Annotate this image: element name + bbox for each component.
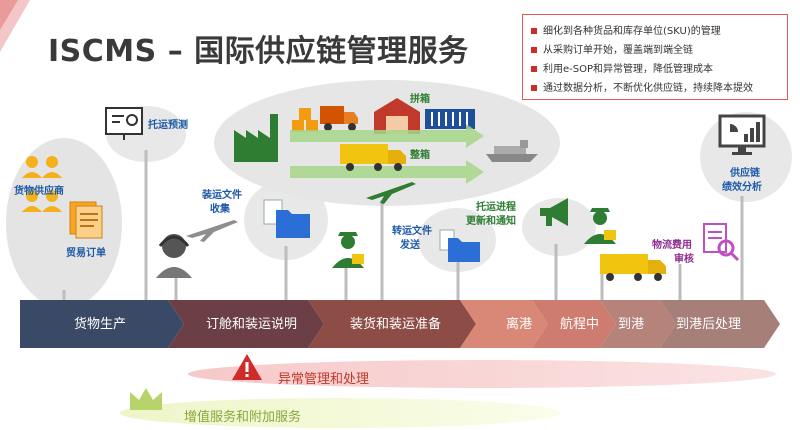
logistics-audit-label-2: 审核 (674, 254, 694, 265)
process-label-booking: 订舱和装运说明 (206, 317, 298, 332)
docs-collect-label-1: 装运文件 (202, 190, 242, 201)
feature-item: 通过数据分析，不断优化供应链，持续降本提效 (531, 79, 753, 94)
boxes-icon (292, 108, 318, 132)
value-added-label: 增值服务和附加服务 (184, 410, 302, 425)
trade-order-label: 贸易订单 (66, 248, 106, 259)
cargo-ship-icon (486, 140, 538, 162)
supplier-label: 货物供应商 (14, 186, 64, 197)
process-label-arrival: 到港 (618, 317, 645, 332)
process-label-loading: 装货和装运准备 (350, 317, 442, 332)
officer-icon (584, 208, 616, 244)
process-step-booking (168, 300, 324, 348)
airplane-icon (186, 220, 238, 242)
docs-collect-label-2: 收集 (210, 204, 230, 215)
corner-decoration (0, 0, 30, 52)
consolidation-label: 拼箱 (410, 94, 430, 105)
analytics-label-2: 绩效分析 (722, 182, 762, 193)
container-icon (425, 109, 475, 129)
forward-docs-label-1: 转运文件 (392, 226, 432, 237)
process-step-departure (460, 300, 548, 348)
process-label-post-arrival: 到港后处理 (676, 317, 742, 332)
delivery-truck-icon (320, 106, 358, 131)
forecast-board-icon (105, 107, 143, 140)
analytics-label-1: 供应链 (730, 168, 760, 179)
shipping-forecast-label: 托运预测 (148, 120, 188, 131)
value-added-band (120, 398, 560, 428)
process-label-departure: 离港 (506, 317, 533, 332)
warning-icon (232, 354, 262, 380)
full-container-label: 整箱 (410, 150, 430, 161)
logistics-audit-label-1: 物流费用 (652, 240, 692, 251)
folder-icon (263, 199, 310, 238)
feature-list: 细化到各种货品和库存单位(SKU)的管理 从采购订单开始，覆盖端到端全链 利用e… (522, 14, 788, 100)
supplier-oval (6, 138, 122, 308)
feature-item: 细化到各种货品和库存单位(SKU)的管理 (531, 22, 721, 37)
exception-band (188, 360, 776, 388)
document-icon (69, 201, 103, 239)
tracking-label-2: 更新和通知 (466, 216, 516, 227)
process-step-arrival (600, 300, 676, 348)
people-icon (22, 156, 62, 212)
analytics-monitor-icon (718, 114, 766, 155)
page-title: ISCMS – 国际供应链管理服务 (48, 34, 469, 69)
officer-icon (332, 232, 364, 268)
warehouse-icon (374, 98, 420, 134)
folder-forward-icon (439, 229, 480, 262)
process-label-transit: 航程中 (560, 317, 600, 332)
process-label-production: 货物生产 (74, 317, 127, 332)
crown-icon (130, 388, 162, 410)
invoice-search-icon (703, 223, 740, 262)
factory-icon (234, 114, 278, 162)
megaphone-icon (540, 198, 568, 226)
flow-arrows (290, 124, 484, 184)
process-step-loading (308, 300, 476, 348)
process-bar (20, 300, 780, 348)
process-step-production (20, 300, 184, 348)
arrival-truck-icon (600, 254, 666, 281)
airplane-green-icon (366, 182, 416, 204)
customer-service-icon (156, 234, 192, 278)
process-step-transit (532, 300, 616, 348)
feature-item: 利用e-SOP和异常管理，降低管理成本 (531, 60, 713, 75)
forward-docs-label-2: 发送 (400, 240, 420, 251)
exception-label: 异常管理和处理 (278, 372, 370, 387)
container-truck-icon (340, 144, 406, 171)
tracking-label-1: 托运进程 (476, 202, 516, 213)
process-step-post-arrival (660, 300, 780, 348)
feature-item: 从采购订单开始，覆盖端到端全链 (531, 41, 693, 56)
